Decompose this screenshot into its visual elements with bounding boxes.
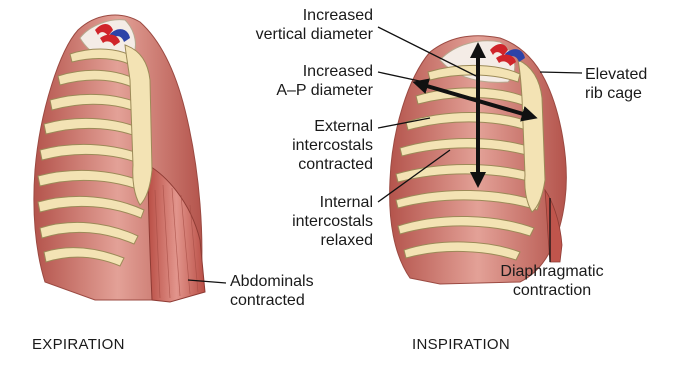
label-diaphragmatic-contraction: Diaphragmatic contraction <box>472 262 632 300</box>
caption-expiration: EXPIRATION <box>32 336 125 353</box>
label-internal-intercostals: Internal intercostals relaxed <box>292 193 373 250</box>
label-abdominals-contracted: Abdominals contracted <box>230 272 314 310</box>
label-increased-ap-diameter: Increased A–P diameter <box>276 62 373 100</box>
leader-elevated <box>540 72 582 73</box>
expiration-ribcage <box>34 15 205 302</box>
label-elevated-rib-cage: Elevated rib cage <box>585 65 647 103</box>
label-external-intercostals: External intercostals contracted <box>292 117 373 174</box>
caption-inspiration: INSPIRATION <box>412 336 510 353</box>
label-increased-vertical-diameter: Increased vertical diameter <box>256 6 373 44</box>
